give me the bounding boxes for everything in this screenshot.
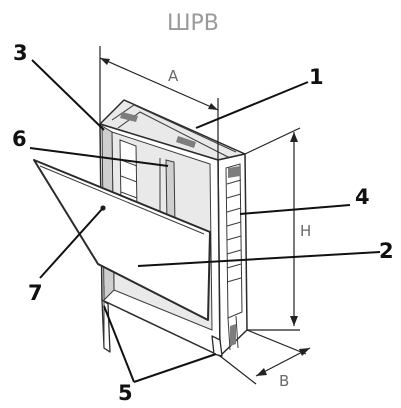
callout-3: 3 [13, 41, 28, 65]
callout-1: 1 [309, 65, 324, 89]
dimension-height-label: H [300, 222, 311, 240]
cabinet-door [33, 159, 211, 321]
callout-5: 5 [118, 381, 133, 405]
cabinet-legs [101, 286, 239, 357]
dimension-depth: B [219, 329, 311, 390]
callout-6: 6 [12, 127, 27, 151]
dimension-depth-label: B [279, 372, 289, 390]
dimension-width: A [99, 46, 219, 160]
dimension-width-label: A [168, 67, 179, 85]
callout-7: 7 [28, 281, 43, 305]
callout-4: 4 [355, 185, 370, 209]
callout-2: 2 [379, 239, 394, 263]
dimension-height: H [244, 127, 311, 331]
leader-lines [29, 59, 381, 383]
right-side-rail [225, 163, 243, 319]
diagram-title: ШРВ [167, 11, 219, 36]
